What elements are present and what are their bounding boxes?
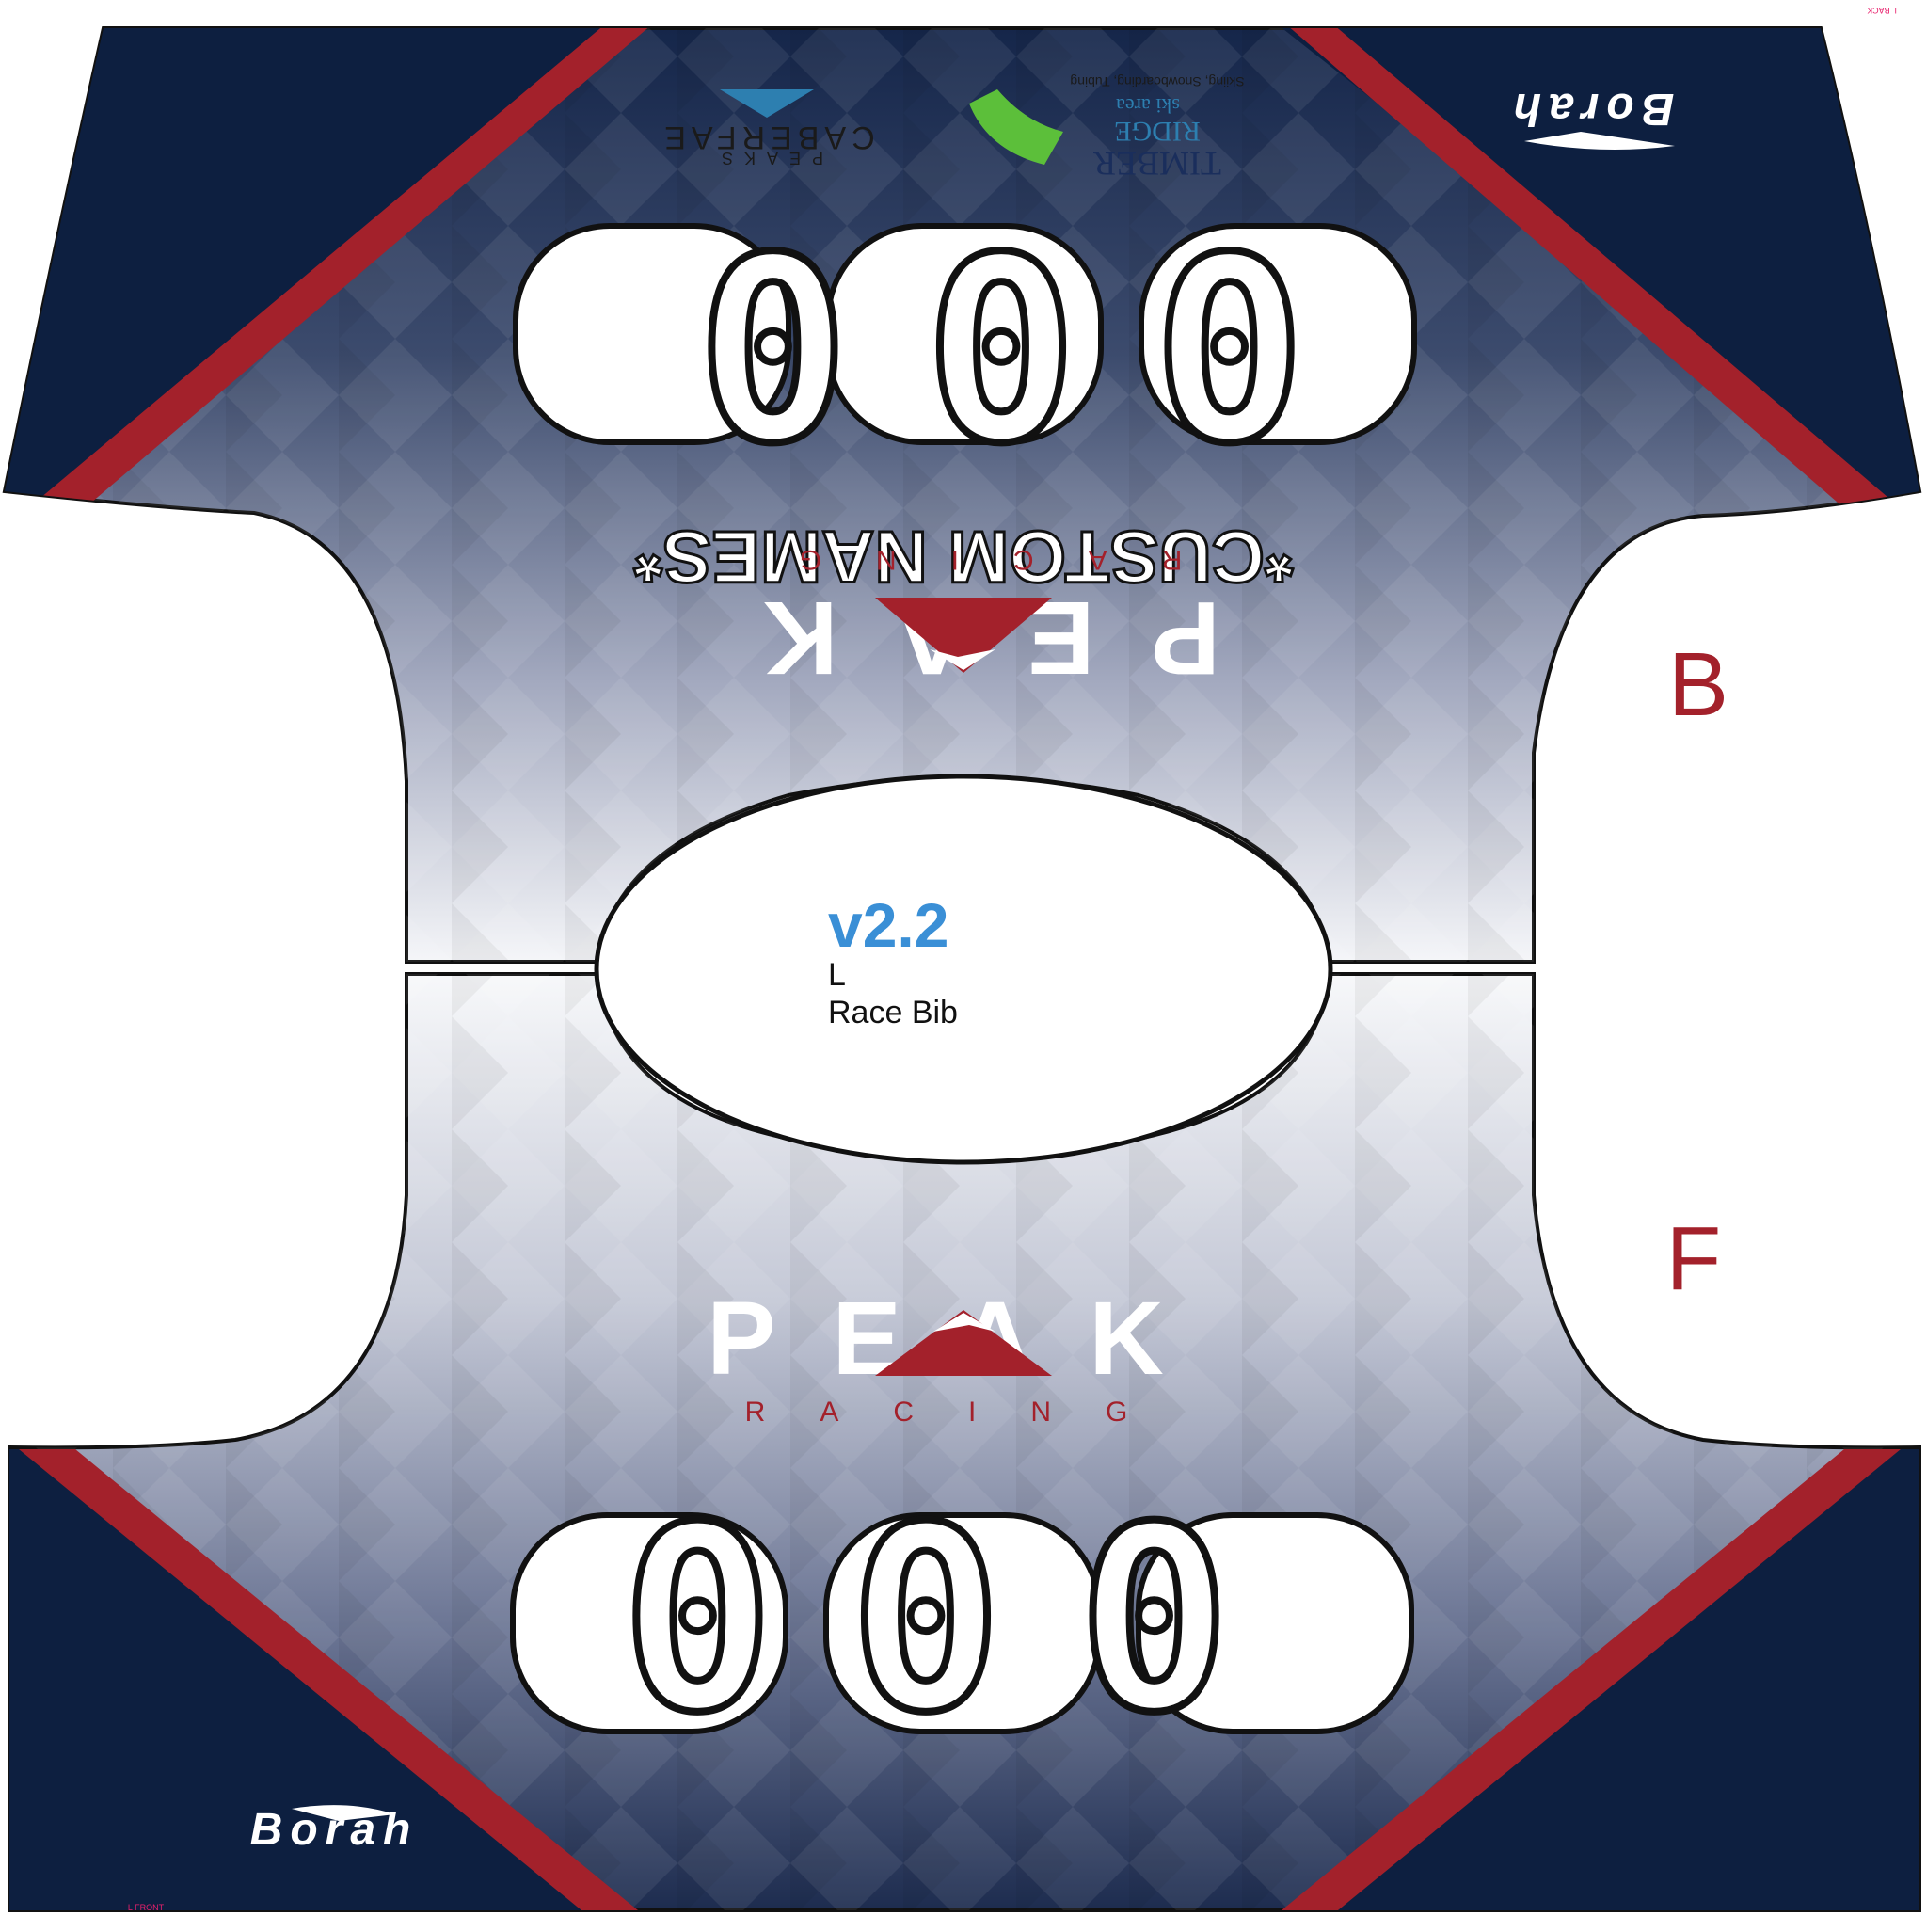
timber-ridge-logo: TIMBER RIDGE ski area Skiing, Snowboardi… [969,74,1245,183]
front-number-plate: 000 [510,1468,1414,1772]
back-team-logo: PEAK RACING [707,544,1220,695]
bib-info: v2.2 L Race Bib [828,894,1110,1031]
svg-text:Skiing, Snowboarding, Tubing: Skiing, Snowboarding, Tubing [1070,74,1244,89]
front-tag: L FRONT [128,1903,165,1912]
back-race-number: 000 [621,194,1306,490]
svg-text:ski area: ski area [1116,94,1180,118]
size-label: L [828,957,846,993]
front-race-number: 000 [621,1472,1306,1768]
front-team-logo: PEAK RACING [707,1281,1183,1428]
svg-text:RIDGE: RIDGE [1114,116,1201,147]
svg-text:TIMBER: TIMBER [1093,145,1221,183]
back-number-plate: 000 [513,190,1417,494]
back-tag: L BACK [1867,6,1897,15]
svg-text:RACING: RACING [745,544,1183,575]
svg-text:Borah: Borah [250,1805,419,1855]
front-borah-logo: Borah [250,1805,419,1855]
svg-text:CABERFAE: CABERFAE [659,120,874,155]
back-borah-logo: Borah [1506,84,1675,150]
caberfae-logo: CABERFAE PEAKS [659,89,875,168]
svg-text:Borah: Borah [1506,84,1675,134]
svg-text:PEAKS: PEAKS [710,149,823,168]
product-label: Race Bib [828,995,958,1030]
svg-text:RACING: RACING [745,1397,1183,1428]
front-side-letter: F [1665,1208,1722,1309]
center-oval [594,774,1333,1165]
back-side-letter: B [1667,634,1729,735]
version-label: v2.2 [828,890,949,960]
custom-names-text: *CUSTOM NAMES* [633,516,1293,599]
